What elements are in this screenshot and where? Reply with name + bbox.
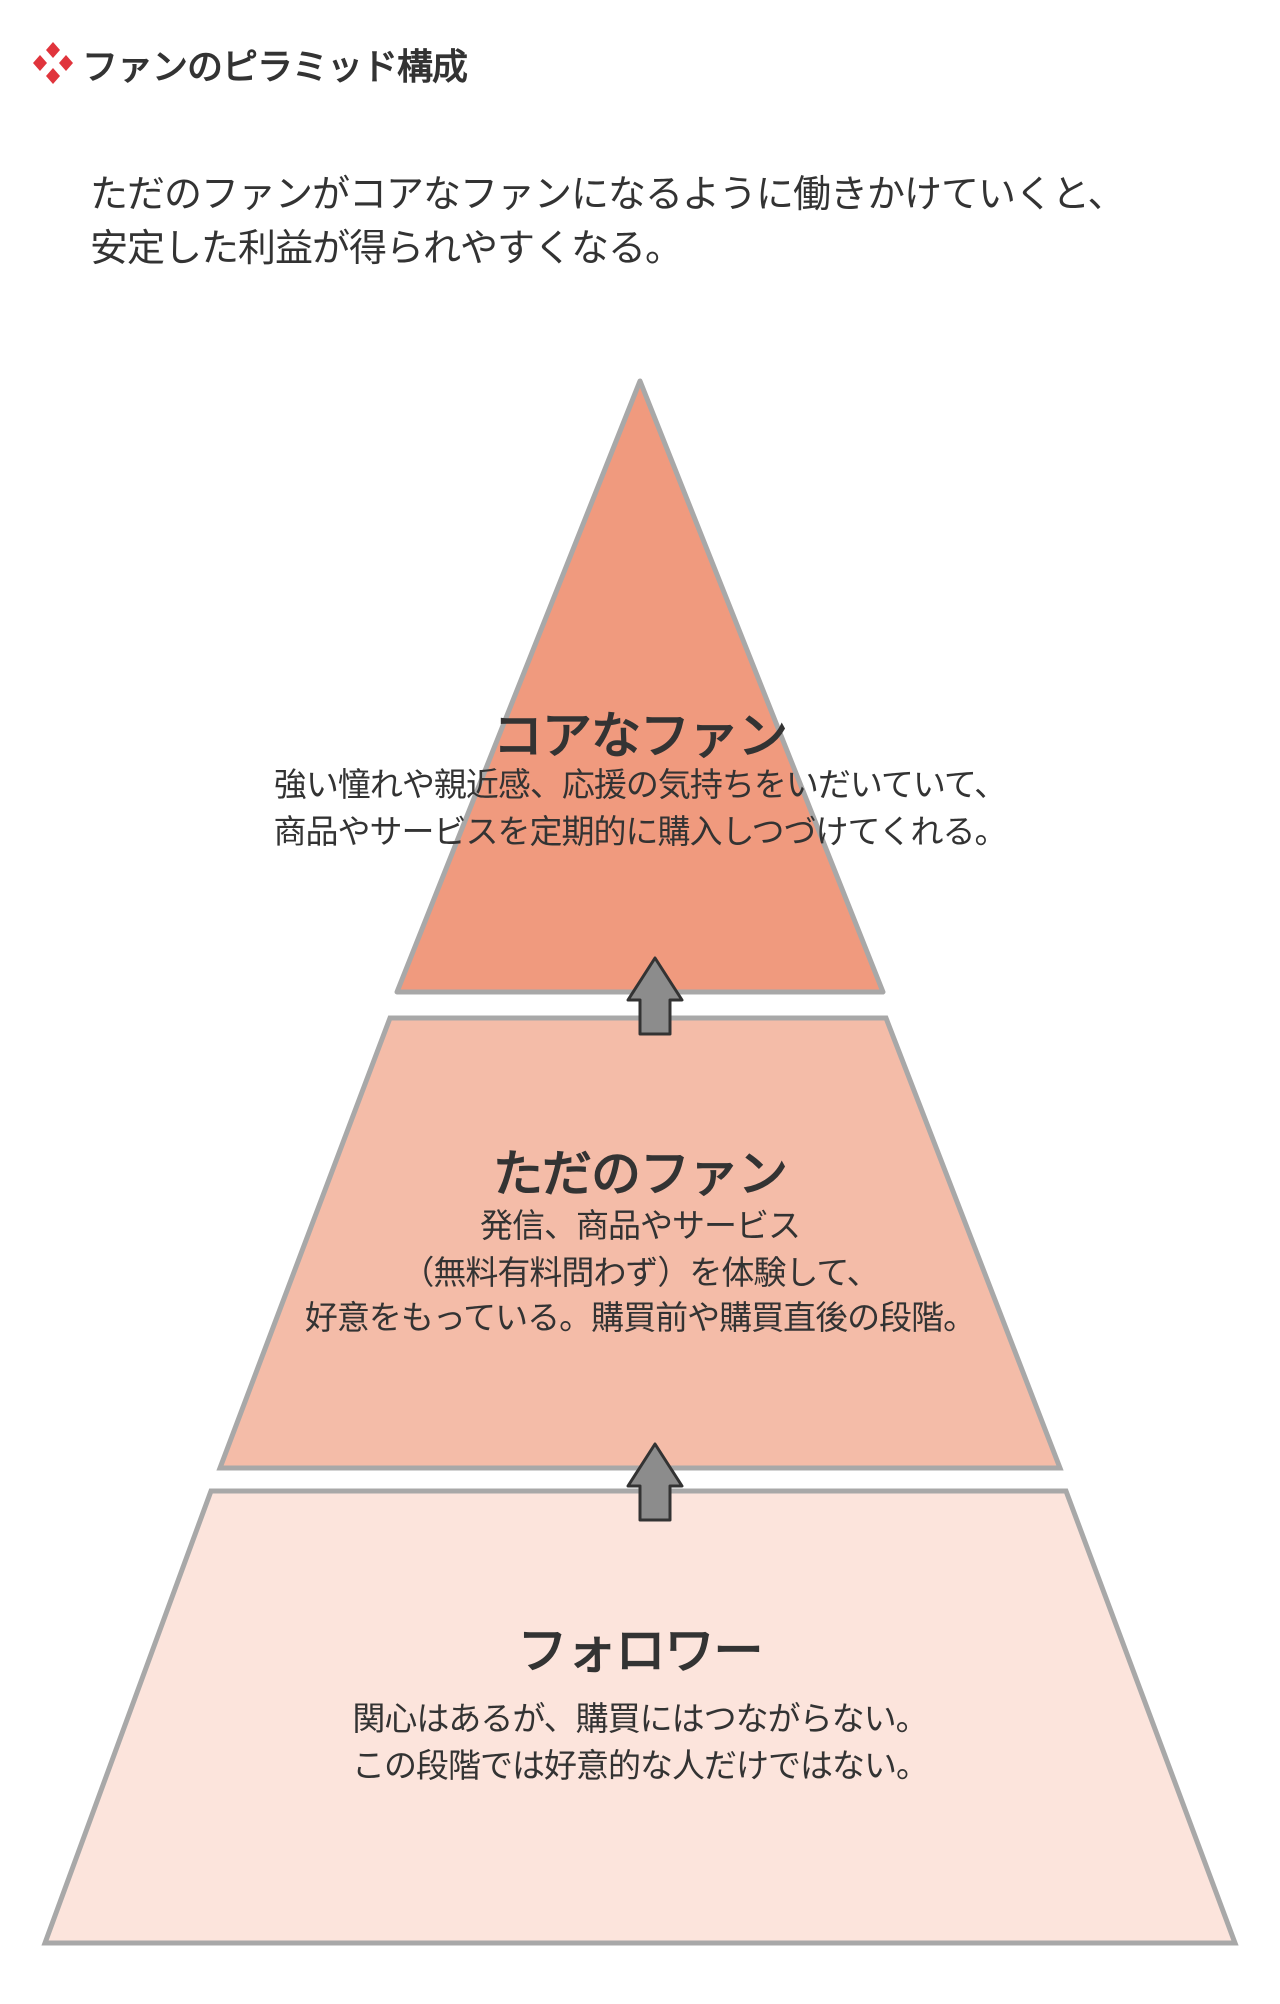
level-core-desc-2: 商品やサービスを定期的に購入しつづけてくれる。 xyxy=(273,812,1007,851)
level-regular-desc-1: 発信、商品やサービス xyxy=(480,1206,801,1245)
arrow-up-icon xyxy=(626,956,684,1036)
level-regular-desc-3: 好意をもっている。購買前や購買直後の段階。 xyxy=(304,1298,976,1337)
page-title: ファンのピラミッド構成 xyxy=(82,47,468,88)
logo-icon xyxy=(33,42,73,84)
pyramid-level-follower xyxy=(41,1488,1239,1946)
intro-line-1: ただのファンがコアなファンになるように働きかけていくと、 xyxy=(90,172,1125,216)
intro-line-2: 安定した利益が得られやすくなる。 xyxy=(90,226,683,270)
level-follower-desc-1: 関心はあるが、購買にはつながらない。 xyxy=(352,1699,928,1738)
level-regular-title: ただのファン xyxy=(493,1145,788,1203)
level-follower-desc-2: この段階では好意的な人だけではない。 xyxy=(352,1746,929,1785)
level-core-desc-1: 強い憧れや親近感、応援の気持ちをいだいていて、 xyxy=(273,765,1007,804)
pyramid-level-regular xyxy=(216,1015,1064,1471)
level-follower-title: フォロワー xyxy=(517,1622,764,1680)
level-core-title: コアなファン xyxy=(493,707,788,765)
pyramid-level-core xyxy=(394,378,886,995)
level-regular-desc-2: （無料有料問わず）を体験して、 xyxy=(401,1253,879,1292)
arrow-up-icon xyxy=(626,1442,684,1522)
